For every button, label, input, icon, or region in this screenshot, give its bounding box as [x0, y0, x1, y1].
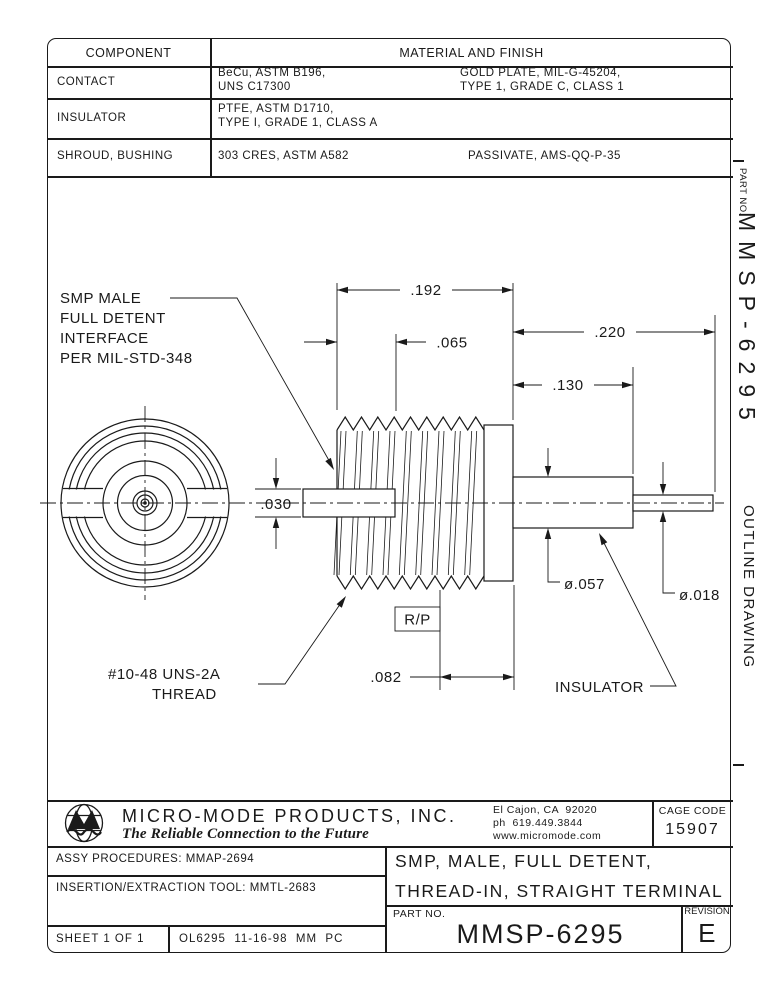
company-logo: [64, 803, 104, 843]
dim-shroud-length: .130: [552, 377, 583, 394]
thread-profile-bottom: [336, 574, 485, 591]
doc-ref: OL6295 11-16-98 MM PC: [179, 933, 344, 945]
dim-terminal-pin-dia: ø.018: [679, 587, 720, 604]
titleblock-line: [681, 905, 683, 953]
interface-label: PER MIL-STD-348: [60, 350, 193, 367]
margin-part-no: MMSP-6295: [734, 212, 760, 430]
table-line: [47, 176, 733, 178]
drawing-frame: [47, 38, 731, 953]
table-cell: PTFE, ASTM D1710,: [218, 103, 334, 115]
table-row-component: SHROUD, BUSHING: [57, 150, 174, 162]
insulator-label: INSULATOR: [555, 679, 644, 696]
table-cell: UNS C17300: [218, 81, 291, 93]
company-tagline: The Reliable Connection to the Future: [122, 826, 370, 842]
titleblock-line: [385, 905, 733, 907]
logo-wave: [66, 828, 102, 836]
interface-label: SMP MALE: [60, 290, 141, 307]
table-header-component: COMPONENT: [85, 46, 172, 60]
drawing-title: SMP, MALE, FULL DETENT,: [395, 851, 653, 871]
titleblock-line: [47, 925, 385, 927]
insertion-tool: INSERTION/EXTRACTION TOOL: MMTL-2683: [56, 882, 317, 894]
titleblock-line: [385, 846, 387, 953]
company-website: www.micromode.com: [493, 830, 602, 842]
callout-texts: SMP MALE FULL DETENT INTERFACE PER MIL-S…: [60, 290, 644, 703]
dim-pin-dia: .030: [260, 496, 291, 513]
table-cell: PASSIVATE, AMS-QQ-P-35: [468, 150, 621, 162]
dim-rp-offset: .082: [370, 669, 401, 686]
part-no-value: MMSP-6295: [456, 919, 625, 949]
margin-tick: [733, 764, 744, 766]
dim-thread-length: .192: [410, 282, 441, 299]
titleblock-line: [47, 846, 733, 848]
table-line: [210, 39, 212, 176]
margin-tick: [733, 160, 744, 162]
interface-label: FULL DETENT: [60, 310, 166, 327]
cage-code-value: 15907: [665, 821, 720, 838]
margin-drawing-type: OUTLINE DRAWING: [740, 505, 757, 669]
company-address: El Cajon, CA 92020: [493, 804, 598, 816]
dimension-texts: .192 .065 .220 .130 .030 ø.057 ø.018 .08…: [260, 282, 719, 686]
assy-procedures: ASSY PROCEDURES: MMAP-2694: [56, 853, 255, 865]
drawing-title: THREAD-IN, STRAIGHT TERMINAL: [395, 881, 724, 901]
insulator-shroud: [512, 476, 634, 529]
titleblock-line: [47, 875, 385, 877]
dim-thread-offset: .065: [436, 335, 467, 352]
titleblock-line: [168, 925, 170, 953]
table-header-material: MATERIAL AND FINISH: [399, 46, 544, 60]
table-line: [47, 98, 733, 100]
cage-code-label: CAGE CODE: [658, 805, 727, 817]
company-phone: ph 619.449.3844: [493, 817, 583, 829]
table-cell: 303 CRES, ASTM A582: [218, 150, 349, 162]
table-cell: TYPE 1, GRADE C, CLASS 1: [460, 81, 625, 93]
thread-profile-top: [336, 415, 485, 432]
thread-label: THREAD: [152, 686, 217, 703]
table-row-component: INSULATOR: [57, 112, 127, 124]
sheet-number: SHEET 1 OF 1: [56, 933, 145, 945]
dim-body-length: .220: [594, 324, 625, 341]
table-line: [47, 138, 733, 140]
table-cell: TYPE I, GRADE 1, CLASS A: [218, 117, 378, 129]
rp-label: R/P: [404, 612, 431, 629]
thread-label: #10-48 UNS-2A: [108, 666, 220, 683]
titleblock-line: [652, 800, 654, 846]
dim-insulator-dia: ø.057: [564, 576, 605, 593]
part-no-label: PART NO.: [393, 908, 446, 920]
titleblock-line: [47, 800, 733, 802]
dimension-lines: [170, 283, 716, 690]
company-name: MICRO-MODE PRODUCTS, INC.: [122, 806, 457, 826]
table-row-component: CONTACT: [57, 76, 116, 88]
table-cell: GOLD PLATE, MIL-G-45204,: [460, 67, 621, 79]
table-cell: BeCu, ASTM B196,: [218, 67, 326, 79]
arrowheads: [272, 286, 715, 681]
interface-label: INTERFACE: [60, 330, 149, 347]
revision-label: REVISION: [684, 906, 730, 917]
logo-mountains: [68, 810, 100, 829]
revision-value: E: [698, 918, 716, 948]
margin-part-no-label: PART NO.: [737, 168, 748, 216]
table-line: [47, 66, 733, 68]
